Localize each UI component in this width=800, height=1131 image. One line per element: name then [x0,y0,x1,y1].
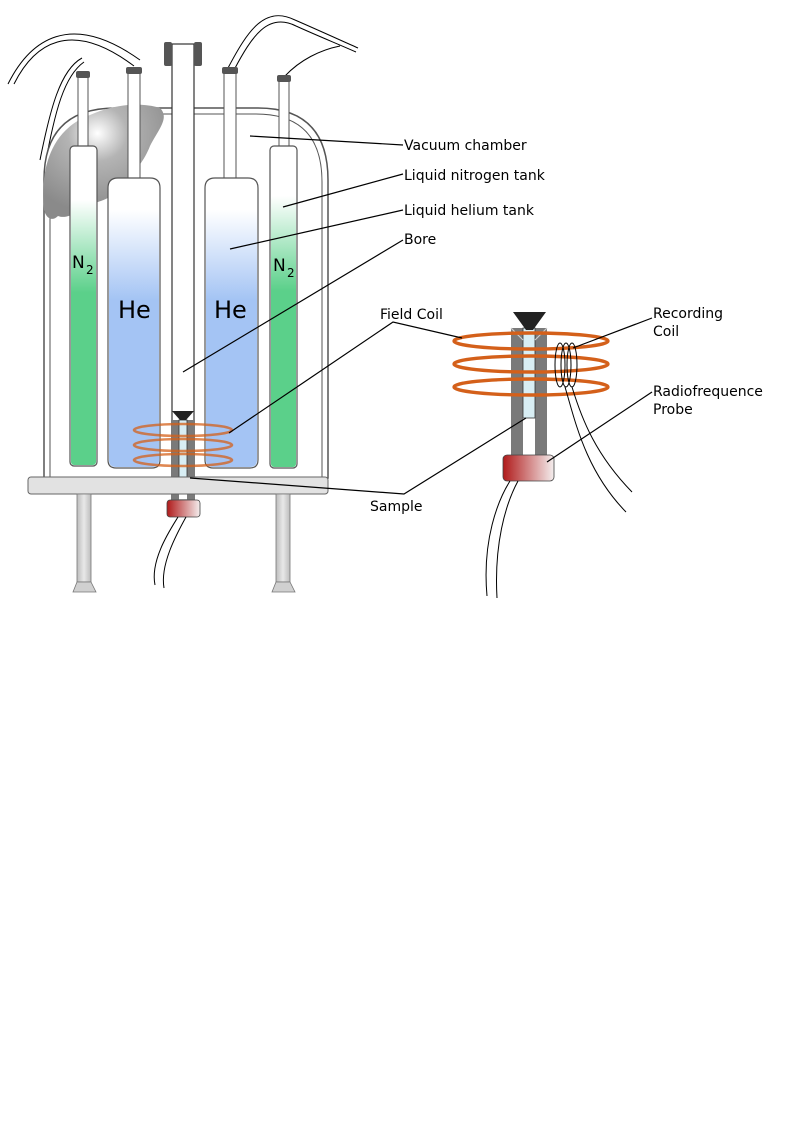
probe-detail [452,312,633,599]
helium-tank-right [204,67,259,469]
n2-label-left: N [72,253,85,273]
n2-label-right: N [273,256,286,276]
vacuum-chamber-label: Vacuum chamber [404,138,527,154]
liquid-nitrogen-tank-label: Liquid nitrogen tank [404,168,546,184]
recording-coil-label-line2: Coil [653,324,679,340]
nitrogen-tank-right [269,75,298,469]
rf-probe-label-line2: Probe [653,402,693,418]
bore-label: Bore [404,232,436,248]
probe-wires-main [153,516,187,589]
he-label-left: He [118,296,151,324]
helium-tank-left [107,67,161,469]
sample-label: Sample [370,499,423,515]
he-label-right: He [214,296,247,324]
liquid-helium-tank-label: Liquid helium tank [404,203,535,219]
field-coil-main [132,422,234,468]
nitrogen-tank-left [69,71,98,467]
recording-coil-label-line1: Recording [653,306,723,322]
bore [164,42,202,501]
leader-lines [182,135,653,495]
field-coil-label: Field Coil [380,307,443,323]
rf-probe-label-line1: Radiofrequence [653,384,763,400]
base-platform [27,476,329,593]
n2-subscript-right: 2 [287,266,295,280]
n2-subscript-left: 2 [86,263,94,277]
